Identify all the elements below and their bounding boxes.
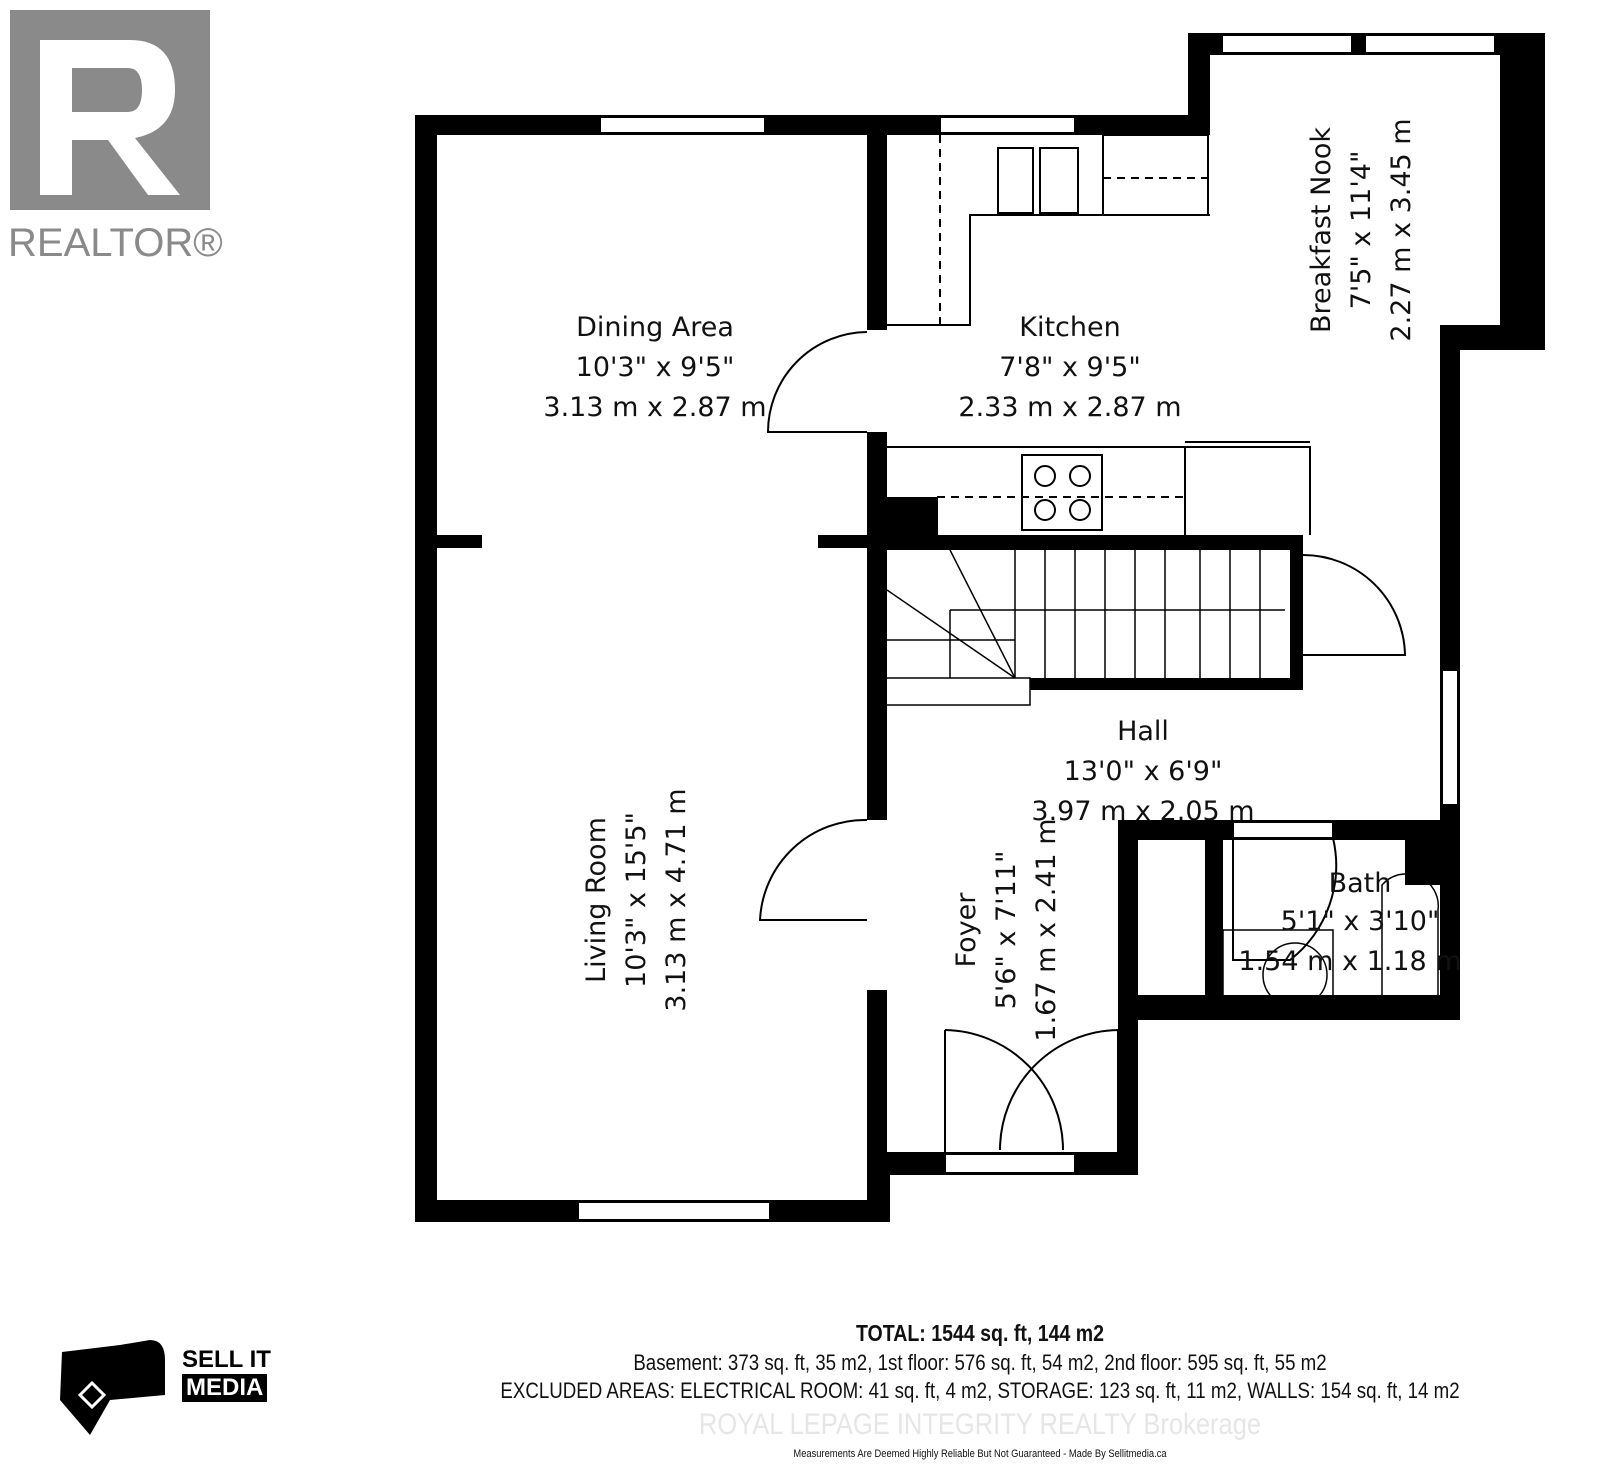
disclaimer: Measurements Are Deemed Highly Reliable … <box>793 1448 1167 1460</box>
room-bath: Bath 5'1" x 3'10" 1.54 m x 1.18 m <box>1238 868 1461 977</box>
room-imperial: 5'6" x 7'11" <box>991 851 1022 1010</box>
room-name: Hall <box>1117 716 1169 747</box>
room-metric: 1.67 m x 2.41 m <box>1031 818 1062 1041</box>
room-dining-area: Dining Area 10'3" x 9'5" 3.13 m x 2.87 m <box>543 312 766 423</box>
room-imperial: 5'1" x 3'10" <box>1281 906 1440 937</box>
room-metric: 2.27 m x 3.45 m <box>1386 118 1417 341</box>
total-area: TOTAL: 1544 sq. ft, 144 m2 <box>855 1320 1105 1346</box>
bath-fixtures <box>1222 873 1440 1008</box>
realtor-logo: REALTOR® <box>8 10 223 265</box>
room-name: Dining Area <box>576 312 734 343</box>
windows <box>577 34 1496 1221</box>
room-hall: Hall 13'0" x 6'9" 3.97 m x 2.05 m <box>1031 716 1254 827</box>
stairs <box>886 549 1285 706</box>
room-name: Foyer <box>951 892 982 968</box>
room-living-room: Living Room 10'3" x 15'5" 3.13 m x 4.71 … <box>581 788 692 1011</box>
kitchen-fixtures <box>887 134 1311 535</box>
sellit-logo-icon <box>60 1340 165 1435</box>
room-imperial: 7'8" x 9'5" <box>999 352 1141 383</box>
room-breakfast-nook: Breakfast Nook 7'5" x 11'4" 2.27 m x 3.4… <box>1306 118 1417 341</box>
brokerage-watermark: ROYAL LEPAGE INTEGRITY REALTY Brokerage <box>698 1408 1262 1441</box>
room-metric: 1.54 m x 1.18 m <box>1238 946 1461 977</box>
realtor-logo-text: REALTOR® <box>8 221 223 265</box>
room-imperial: 10'3" x 9'5" <box>576 352 735 383</box>
floor-areas: Basement: 373 sq. ft, 35 m2, 1st floor: … <box>633 1350 1327 1375</box>
room-metric: 3.13 m x 4.71 m <box>661 788 692 1011</box>
room-name: Breakfast Nook <box>1306 127 1337 333</box>
room-imperial: 7'5" x 11'4" <box>1346 151 1377 310</box>
room-metric: 3.97 m x 2.05 m <box>1031 796 1254 827</box>
room-foyer: Foyer 5'6" x 7'11" 1.67 m x 2.41 m <box>951 818 1062 1041</box>
room-metric: 2.33 m x 2.87 m <box>958 392 1181 423</box>
room-imperial: 13'0" x 6'9" <box>1064 756 1223 787</box>
room-metric: 3.13 m x 2.87 m <box>543 392 766 423</box>
doors <box>758 331 1407 1152</box>
sellit-logo-line2: MEDIA <box>182 1374 268 1402</box>
excluded-areas: EXCLUDED AREAS: ELECTRICAL ROOM: 41 sq. … <box>500 1378 1460 1403</box>
room-imperial: 10'3" x 15'5" <box>621 812 652 988</box>
room-name: Living Room <box>581 817 612 983</box>
room-name: Kitchen <box>1019 312 1120 343</box>
room-name: Bath <box>1329 868 1392 899</box>
room-kitchen: Kitchen 7'8" x 9'5" 2.33 m x 2.87 m <box>958 312 1181 423</box>
sellit-logo-line1: SELL IT <box>182 1346 271 1373</box>
